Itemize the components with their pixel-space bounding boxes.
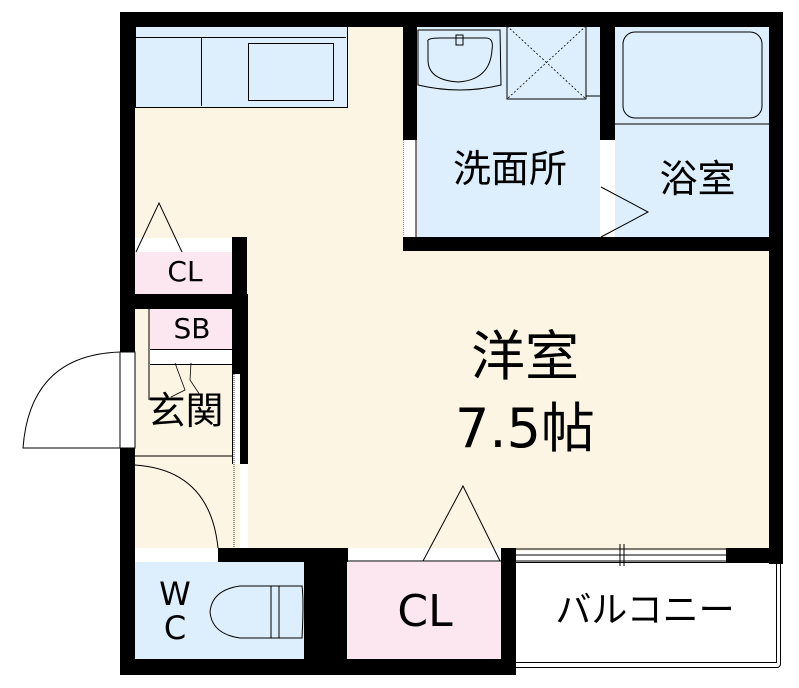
balcony-inner-rail [516, 562, 777, 663]
toilet-door-frame [135, 548, 218, 562]
closet-bottom-label: CL [397, 586, 453, 637]
balcony-label: バルコニー [555, 590, 735, 631]
shoe-box-label: SB [173, 312, 211, 345]
wall-closet-left-right [232, 237, 247, 301]
closet-bottom-door [347, 548, 501, 562]
western-room-label: 洋室 [471, 325, 579, 388]
kitchen-divider [201, 37, 202, 106]
wall-top [120, 12, 783, 27]
shoe-box-door [150, 349, 232, 365]
toilet-label-w: W [159, 575, 191, 613]
closet-bottom [347, 562, 501, 659]
bathroom-floor [615, 26, 770, 238]
closet-left [135, 252, 232, 294]
wall-washroom-bottom [403, 237, 783, 251]
wall-balcony-window-right [726, 548, 783, 562]
toilet-label-c: C [163, 609, 187, 647]
wall-left-upper [120, 12, 135, 352]
shoe-box [149, 309, 232, 349]
western-room-size: 7.5帖 [455, 397, 595, 460]
bathroom-label: 浴室 [659, 157, 736, 201]
washroom-label: 洗面所 [452, 147, 567, 191]
wall-washroom-left [403, 26, 417, 140]
wall-closet-bottom-right [501, 548, 516, 675]
kitchen-counter-edge [135, 37, 346, 38]
balcony-area [516, 562, 781, 668]
washroom-floor [417, 26, 600, 238]
wall-right [769, 12, 783, 564]
entrance-door-swing [22, 351, 121, 449]
wall-left-lower [120, 448, 135, 675]
wall-closet-sb [135, 294, 247, 309]
kitchen-counter [135, 26, 348, 108]
closet-left-label: CL [167, 255, 203, 288]
wall-toilet-closet [304, 548, 347, 675]
wall-entrance-right [232, 294, 248, 464]
entrance-label: 玄関 [147, 389, 224, 433]
kitchen-sink [248, 43, 334, 101]
closet-left-door [135, 238, 232, 253]
wall-wash-bath [600, 26, 615, 140]
